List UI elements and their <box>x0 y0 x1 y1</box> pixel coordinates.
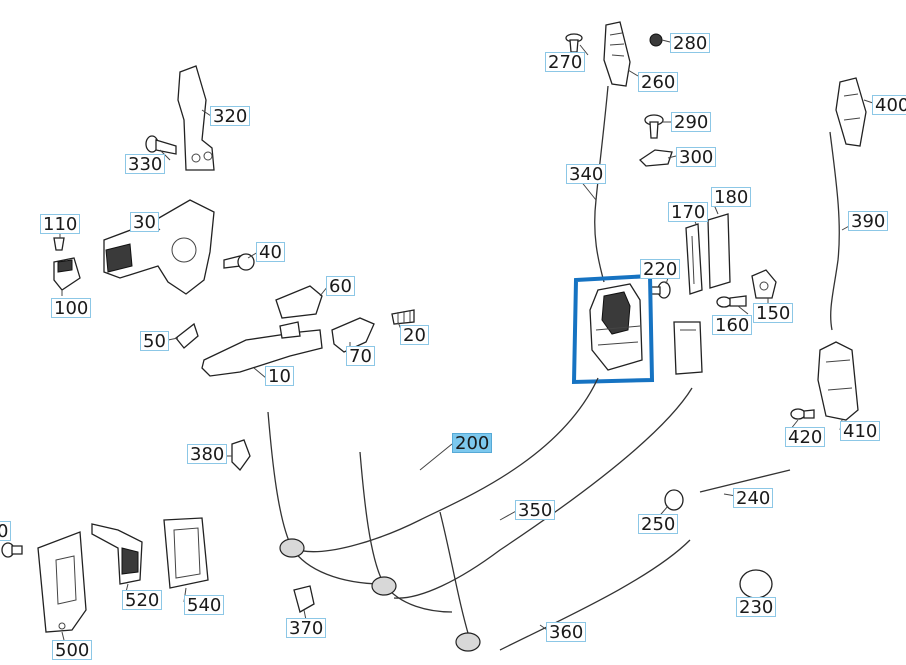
part-30-carrier <box>103 199 215 295</box>
callout-270[interactable]: 270 <box>545 52 586 73</box>
part-10-handle <box>201 321 323 377</box>
callout-420[interactable]: 420 <box>785 427 826 448</box>
part-540-frame <box>163 517 209 589</box>
callout-510-partial[interactable]: 0 <box>0 521 12 542</box>
callout-400[interactable]: 400 <box>872 95 906 116</box>
callout-40[interactable]: 40 <box>256 242 285 263</box>
callout-280[interactable]: 280 <box>670 33 711 54</box>
callout-180[interactable]: 180 <box>711 187 752 208</box>
callout-30[interactable]: 30 <box>130 212 159 233</box>
part-300-clip <box>638 149 673 167</box>
part-280-nut <box>649 33 663 47</box>
callout-360[interactable]: 360 <box>546 622 587 643</box>
callout-520[interactable]: 520 <box>122 590 163 611</box>
part-320-bracket <box>177 65 215 171</box>
grommet-2 <box>371 576 397 596</box>
cable-240 <box>699 469 791 493</box>
callout-320[interactable]: 320 <box>210 106 251 127</box>
callout-250[interactable]: 250 <box>638 514 679 535</box>
cable-200 <box>291 377 599 553</box>
part-160-bolt <box>716 295 747 308</box>
part-500-trim <box>37 531 87 633</box>
part-520-cover <box>91 523 143 585</box>
callout-340[interactable]: 340 <box>566 164 607 185</box>
part-290-screw <box>644 114 664 139</box>
part-170-seal <box>685 223 703 295</box>
cable-200-lower <box>267 411 385 585</box>
callout-220[interactable]: 220 <box>640 259 681 280</box>
callout-240[interactable]: 240 <box>733 488 774 509</box>
selection-frame <box>571 273 655 385</box>
part-110-clip <box>53 237 65 251</box>
callout-350[interactable]: 350 <box>515 500 556 521</box>
callout-170[interactable]: 170 <box>668 202 709 223</box>
callout-290[interactable]: 290 <box>671 112 712 133</box>
part-150-striker <box>751 269 777 299</box>
callout-330[interactable]: 330 <box>125 154 166 175</box>
cable-360 <box>439 511 691 651</box>
part-370-clip <box>293 585 315 613</box>
grommet-3 <box>455 632 481 652</box>
callout-260[interactable]: 260 <box>638 72 679 93</box>
part-250-plug <box>664 489 684 511</box>
callout-540[interactable]: 540 <box>184 595 225 616</box>
callout-230[interactable]: 230 <box>736 597 777 618</box>
part-510-screw <box>1 542 23 558</box>
part-lock-module <box>589 283 703 375</box>
callout-110[interactable]: 110 <box>40 214 81 235</box>
callout-380[interactable]: 380 <box>187 444 228 465</box>
part-260-bracket <box>603 21 631 87</box>
callout-10[interactable]: 10 <box>265 366 294 387</box>
part-70-handle-end <box>331 317 375 353</box>
part-220-screw <box>649 281 671 299</box>
part-50-seal <box>175 322 199 349</box>
callout-20[interactable]: 20 <box>400 325 429 346</box>
cable-350 <box>393 387 693 599</box>
part-20-screw <box>391 309 415 325</box>
part-420-screw <box>790 408 815 420</box>
callout-200-selected[interactable]: 200 <box>452 433 493 454</box>
part-410-hinge <box>817 341 859 421</box>
cable-390 <box>829 131 840 331</box>
callout-300[interactable]: 300 <box>676 147 717 168</box>
callout-500[interactable]: 500 <box>52 640 93 661</box>
part-270-screw <box>565 33 583 53</box>
callout-370[interactable]: 370 <box>286 618 327 639</box>
callout-100[interactable]: 100 <box>51 298 92 319</box>
callout-60[interactable]: 60 <box>326 276 355 297</box>
part-40-screw <box>223 253 255 271</box>
callout-50[interactable]: 50 <box>140 331 169 352</box>
part-400-bracket <box>835 77 867 147</box>
callout-70[interactable]: 70 <box>346 346 375 367</box>
callout-390[interactable]: 390 <box>848 211 889 232</box>
callout-160[interactable]: 160 <box>712 315 753 336</box>
part-230-cap <box>739 569 773 599</box>
callout-410[interactable]: 410 <box>840 421 881 442</box>
grommet-1 <box>279 538 305 558</box>
part-100-cap <box>53 257 81 291</box>
part-380-clip <box>231 439 251 472</box>
part-60-cap <box>275 285 323 319</box>
part-180-cover <box>707 213 731 289</box>
callout-150[interactable]: 150 <box>753 303 794 324</box>
